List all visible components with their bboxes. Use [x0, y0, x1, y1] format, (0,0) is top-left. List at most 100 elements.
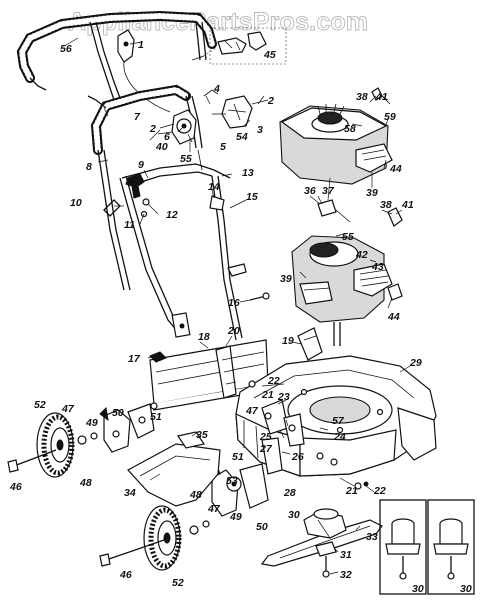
callout-43: 43: [371, 261, 384, 273]
discharge-chute: [297, 327, 323, 361]
callout-9: 9: [138, 159, 144, 171]
callout-17: 17: [128, 353, 141, 365]
front-wheel: [143, 505, 182, 571]
rear-axle: [7, 403, 155, 473]
callout-30-main: 30: [288, 509, 300, 521]
callout-18: 18: [198, 331, 210, 343]
callout-42: 42: [355, 249, 368, 261]
callout-23: 23: [277, 391, 290, 403]
callout-52-bottom: 52: [172, 577, 184, 589]
callout-34: 34: [124, 487, 136, 499]
callout-11: 11: [124, 219, 135, 231]
callout-labels: 56 1 45 4 2 3 54 5 7 2 6 40 55 8 9 13 14…: [9, 39, 472, 595]
callout-55-handle: 55: [180, 153, 192, 165]
cable-control: [117, 29, 171, 113]
callout-51-lower: 51: [232, 451, 244, 463]
callout-44-bottom: 44: [387, 311, 400, 323]
callout-25: 25: [259, 431, 272, 443]
callout-6: 6: [164, 131, 170, 143]
callout-52-top: 52: [34, 399, 46, 411]
callout-47-rear: 47: [61, 403, 75, 415]
callout-41-top: 41: [375, 91, 388, 103]
height-adjuster: [261, 399, 305, 475]
leader-lines: [65, 37, 411, 575]
mid-handle: [87, 84, 203, 291]
lower-handle: [119, 163, 247, 341]
callout-28: 28: [283, 487, 296, 499]
callout-30-inset-1: 30: [412, 583, 424, 595]
callout-51-upper: 51: [150, 411, 162, 423]
upper-handle: [16, 10, 217, 101]
callout-49-lower: 49: [229, 511, 242, 523]
callout-53: 53: [226, 475, 238, 487]
callout-27: 27: [259, 443, 273, 455]
callout-21: 21: [261, 389, 274, 401]
mulch-plate: [127, 431, 221, 507]
callout-14: 14: [208, 181, 220, 193]
callout-32: 32: [340, 569, 352, 581]
callout-50-upper: 50: [112, 407, 124, 419]
callout-38-bottom: 38: [380, 199, 392, 211]
callout-46-lower: 46: [119, 569, 132, 581]
callout-2-left: 2: [149, 123, 156, 135]
callout-37: 37: [322, 185, 335, 197]
rear-deflector: [149, 339, 271, 411]
callout-2-right: 2: [267, 95, 274, 107]
callout-20: 20: [227, 325, 240, 337]
callout-13: 13: [242, 167, 254, 179]
mower-deck: [235, 355, 437, 477]
callout-29: 29: [409, 357, 422, 369]
callout-38-top: 38: [356, 91, 368, 103]
callout-59: 59: [384, 111, 396, 123]
callout-26: 26: [291, 451, 304, 463]
callout-56: 56: [60, 43, 72, 55]
callout-36: 36: [304, 185, 316, 197]
callout-35: 35: [196, 429, 208, 441]
callout-7: 7: [134, 111, 141, 123]
engine-lower: [291, 235, 403, 346]
callout-4: 4: [213, 83, 220, 95]
control-bracket: [157, 89, 269, 171]
callout-48-lower: 48: [189, 489, 202, 501]
callout-21-lower: 21: [345, 485, 358, 497]
callout-50-lower: 50: [256, 521, 268, 533]
callout-54: 54: [236, 131, 248, 143]
callout-48-upper: 48: [79, 477, 92, 489]
callout-24: 24: [333, 431, 346, 443]
callout-12: 12: [166, 209, 178, 221]
callout-40: 40: [155, 141, 168, 153]
linkage-detail: [199, 27, 287, 65]
watermark: AppliancePartsPros.com: [68, 8, 368, 36]
height-bracket: [215, 345, 237, 399]
callout-47-front: 47: [207, 503, 221, 515]
callout-58: 58: [344, 123, 356, 135]
callout-57: 57: [332, 415, 345, 427]
callout-46-upper: 46: [9, 481, 22, 493]
callout-44-top: 44: [389, 163, 402, 175]
callout-45: 45: [263, 49, 276, 61]
handle-bolt: [249, 292, 270, 301]
adapter-inset-1: [379, 499, 427, 595]
callout-33: 33: [366, 531, 378, 543]
callout-47-deck: 47: [245, 405, 259, 417]
callout-15: 15: [246, 191, 258, 203]
callout-30-inset-2: 30: [460, 583, 472, 595]
blade-adapter: [303, 508, 347, 578]
handle-knob: [103, 173, 150, 218]
callout-3: 3: [257, 124, 263, 136]
callout-31: 31: [340, 549, 352, 561]
callout-41-bottom: 41: [401, 199, 414, 211]
adapter-inset-2: [427, 499, 475, 595]
callout-39-top: 39: [366, 187, 378, 199]
callout-19: 19: [282, 335, 294, 347]
callout-55-engine: 55: [342, 231, 354, 243]
rear-wheel: [36, 412, 75, 478]
callout-22-lower: 22: [373, 485, 386, 497]
deck-fasteners: [248, 380, 369, 490]
callout-10: 10: [70, 197, 82, 209]
callout-16: 16: [228, 297, 240, 309]
callout-1: 1: [138, 39, 144, 51]
callout-22-upper: 22: [267, 375, 280, 387]
engine-upper: [279, 87, 393, 185]
